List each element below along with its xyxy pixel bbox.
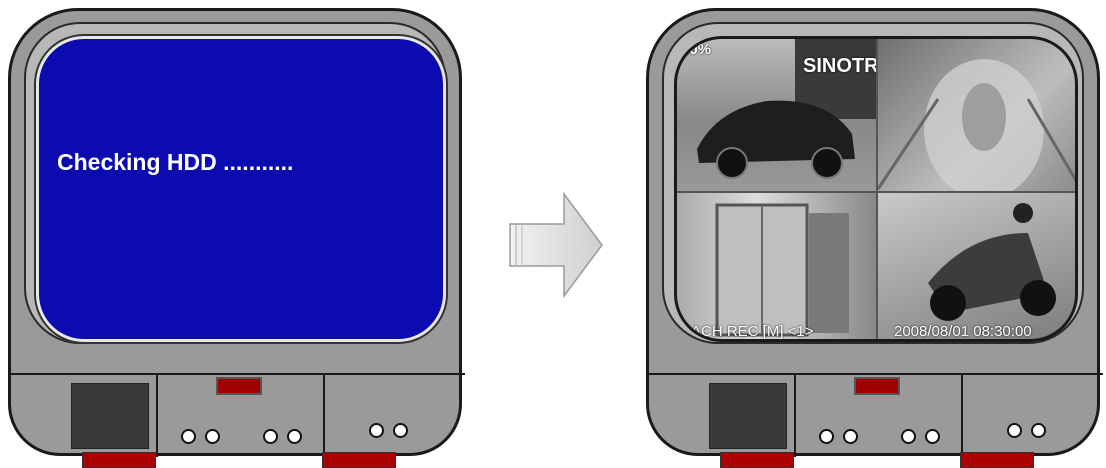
monitor-foot	[960, 452, 1034, 468]
osd-datetime: 2008/08/01 08:30:00	[894, 323, 1032, 340]
control-button[interactable]	[369, 423, 384, 438]
panel-separator	[156, 373, 158, 457]
indicator-light	[854, 377, 900, 395]
control-button[interactable]	[205, 429, 220, 444]
doorway-photo	[677, 193, 876, 342]
blue-screen: Checking HDD ...........	[36, 36, 446, 342]
control-button[interactable]	[181, 429, 196, 444]
panel-separator	[794, 373, 796, 457]
quad-view-screen: 10% SINOTR EACH REC [M] <1>	[674, 36, 1078, 342]
statue-photo	[878, 39, 1078, 191]
camera-view-3: EACH REC [M] <1>	[677, 193, 876, 342]
right-arrow-icon	[506, 190, 606, 300]
osd-record-status: EACH REC [M] <1>	[681, 323, 814, 340]
monitor-foot	[322, 452, 396, 468]
control-button[interactable]	[843, 429, 858, 444]
control-button[interactable]	[901, 429, 916, 444]
control-button[interactable]	[1031, 423, 1046, 438]
control-button[interactable]	[819, 429, 834, 444]
control-button[interactable]	[925, 429, 940, 444]
panel-separator	[961, 373, 963, 457]
monitor-foot	[720, 452, 794, 468]
race-car-photo	[878, 193, 1078, 342]
monitor-foot	[82, 452, 156, 468]
control-button[interactable]	[1007, 423, 1022, 438]
control-button[interactable]	[393, 423, 408, 438]
camera-view-2	[878, 39, 1078, 191]
left-monitor: Checking HDD ...........	[6, 0, 466, 468]
indicator-light	[216, 377, 262, 395]
panel-divider	[11, 373, 465, 375]
speaker-grille	[709, 383, 787, 449]
right-monitor: 10% SINOTR EACH REC [M] <1>	[644, 0, 1104, 468]
control-button[interactable]	[263, 429, 278, 444]
panel-separator	[323, 373, 325, 457]
osd-percent: 10%	[681, 41, 711, 58]
camera-view-1: 10% SINOTR	[677, 39, 876, 191]
control-button[interactable]	[287, 429, 302, 444]
screen-message: Checking HDD ...........	[57, 149, 293, 176]
panel-divider	[649, 373, 1103, 375]
sign-text: SINOTR	[803, 55, 876, 78]
camera-view-4: 2008/08/01 08:30:00	[878, 193, 1078, 342]
speaker-grille	[71, 383, 149, 449]
